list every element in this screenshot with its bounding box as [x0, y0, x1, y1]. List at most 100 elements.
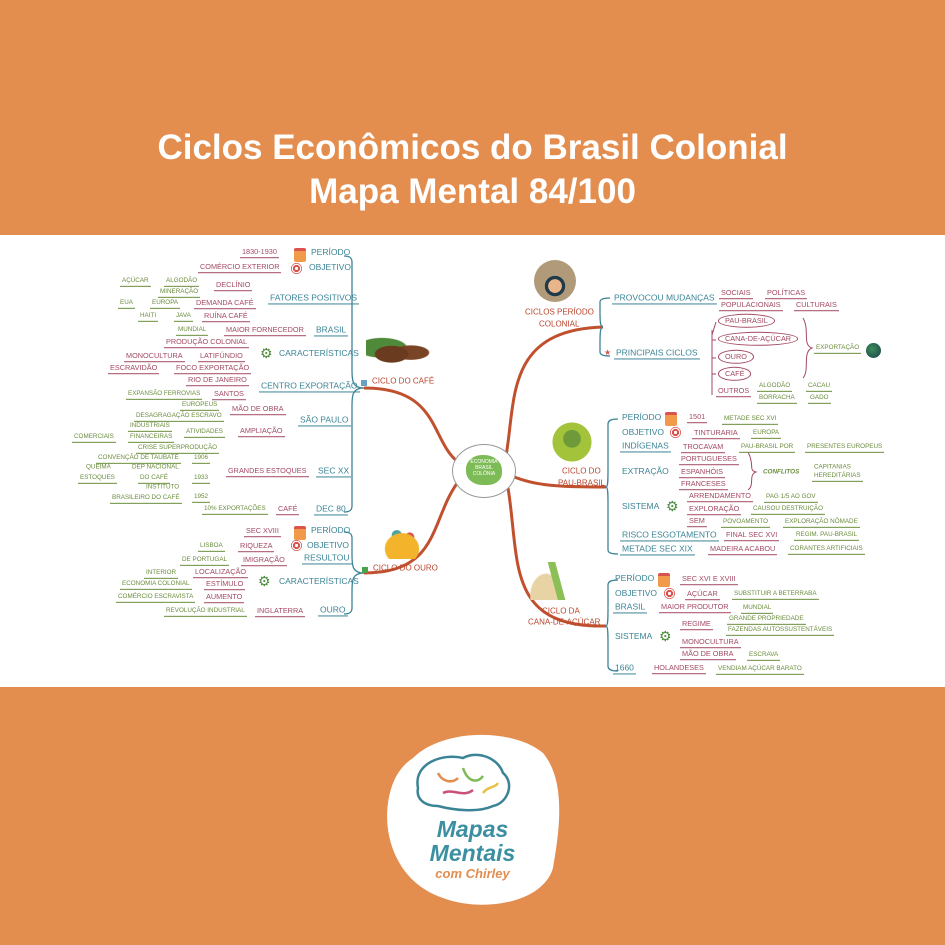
- detail-label: EUROPEUS: [180, 401, 220, 411]
- detail-label: GRANDE PROPRIEDADE: [727, 615, 806, 625]
- topic-label[interactable]: EXTRAÇÃO: [622, 466, 669, 477]
- detail-label: MINERAÇÃO: [158, 288, 201, 298]
- topic-label[interactable]: FATORES POSITIVOS: [268, 292, 360, 305]
- subtopic-label: 1830-1930: [240, 247, 279, 258]
- topic-label[interactable]: OBJETIVO: [622, 427, 665, 438]
- detail-label: REVOLUÇÃO INDUSTRIAL: [164, 607, 247, 617]
- topic-label[interactable]: SÃO PAULO: [298, 414, 351, 427]
- topic-label[interactable]: PERÍODO: [311, 247, 351, 258]
- detail-label: EUA: [118, 299, 135, 309]
- topic-label[interactable]: BRASIL: [613, 601, 648, 614]
- detail-label: LISBOA: [198, 542, 225, 552]
- topic-label[interactable]: DEC 80: [314, 503, 348, 516]
- subtopic-label: POPULACIONAIS: [719, 300, 783, 311]
- topic-label[interactable]: METADE SEC XIX: [620, 543, 695, 556]
- detail-label: INDUSTRIAIS: [128, 422, 172, 432]
- center-node[interactable]: ECONOMIA BRASIL COLÔNIA: [452, 444, 516, 498]
- detail-label: VENDIAM AÇÚCAR BARATO: [716, 665, 804, 675]
- subtopic-label: EXPLORAÇÃO: [687, 504, 742, 515]
- subtopic-label: FRANCESES: [679, 479, 728, 490]
- globe-icon: [866, 343, 881, 358]
- logo-text: Mentais: [429, 840, 516, 866]
- topic-label[interactable]: BRASIL: [314, 324, 349, 337]
- tree-icon: [552, 422, 592, 462]
- subtopic-label: SOCIAIS: [719, 288, 753, 299]
- branch-node-label[interactable]: COLONIAL: [539, 319, 580, 329]
- subtopic-label: TINTURARIA: [692, 428, 740, 439]
- page-title: Ciclos Econômicos do Brasil Colonial: [157, 128, 788, 167]
- topic-label[interactable]: RESULTOU: [302, 552, 352, 565]
- subtopic-label: ESTÍMULO: [204, 579, 246, 590]
- topic-label[interactable]: PERÍODO: [615, 573, 655, 584]
- subtopic-label: SEC XVI E XVIII: [680, 574, 738, 585]
- branch-node-label[interactable]: CICLOS PERÍODO: [525, 307, 594, 317]
- detail-label: ALGODÃO: [757, 382, 793, 392]
- subtopic-label: DECLÍNIO: [214, 280, 253, 291]
- branch-node-label[interactable]: CANA-DE-AÇÚCAR: [528, 617, 601, 627]
- gear-icon: ⚙: [666, 498, 679, 514]
- detail-label: AÇÚCAR: [120, 277, 151, 287]
- target-icon: [664, 588, 675, 599]
- topic-label[interactable]: RISCO ESGOTAMENTO: [620, 529, 719, 542]
- topic-label[interactable]: 1660: [613, 662, 636, 675]
- detail-label: EXPLORAÇÃO NÔMADE: [783, 518, 860, 528]
- branch-node-label[interactable]: CICLO DO CAFÉ: [372, 376, 435, 386]
- detail-label: DO CAFÉ: [138, 474, 170, 484]
- detail-label: INTERIOR: [144, 569, 179, 579]
- topic-label[interactable]: OBJETIVO: [615, 588, 658, 599]
- brain-icon: ECONOMIA BRASIL COLÔNIA: [466, 455, 502, 485]
- subtopic-label: RIQUEZA: [238, 541, 275, 552]
- topic-label[interactable]: PRINCIPAIS CICLOS: [614, 347, 700, 360]
- detail-label: CAUSOU DESTRUIÇÃO: [751, 505, 825, 515]
- detail-label: FINANCEIRAS: [128, 433, 175, 443]
- topic-label[interactable]: OBJETIVO: [309, 262, 352, 273]
- topic-label[interactable]: SISTEMA: [622, 501, 660, 512]
- center-label: BRASIL: [475, 465, 493, 471]
- branch-node-label[interactable]: PAU-BRASIL: [558, 478, 605, 488]
- topic-label[interactable]: CARACTERÍSTICAS: [279, 348, 359, 359]
- subtopic-label: PAU-BRASIL: [718, 313, 775, 328]
- topic-label[interactable]: INDÍGENAS: [620, 440, 671, 453]
- subtopic-label: TROCAVAM: [681, 442, 726, 453]
- subtopic-label: REGIME: [680, 619, 713, 630]
- detail-label: EXPORTAÇÃO: [814, 344, 862, 354]
- topic-label[interactable]: PERÍODO: [311, 525, 351, 536]
- detail-label: MUNDIAL: [741, 604, 774, 614]
- subtopic-label: PRODUÇÃO COLONIAL: [164, 337, 250, 348]
- topic-label[interactable]: OBJETIVO: [307, 540, 350, 551]
- detail-label: PAU-BRASIL POR: [739, 443, 796, 453]
- topic-label[interactable]: SISTEMA: [615, 631, 653, 642]
- subtopic-label: ARRENDAMENTO: [687, 491, 753, 502]
- subtopic-label: OURO: [718, 349, 754, 364]
- branch-node-label[interactable]: CICLO DO: [562, 466, 601, 476]
- detail-label: ESTOQUES: [78, 474, 117, 484]
- detail-label: CONFLITOS: [763, 468, 800, 476]
- topic-label[interactable]: CARACTERÍSTICAS: [279, 576, 359, 587]
- center-label: COLÔNIA: [472, 471, 496, 477]
- gear-icon: ⚙: [258, 573, 271, 589]
- detail-label: COMÉRCIO ESCRAVISTA: [116, 593, 196, 603]
- branch-node-label[interactable]: CICLO DA: [542, 606, 580, 616]
- title-banner: Ciclos Econômicos do Brasil Colonial Map…: [0, 0, 945, 235]
- topic-label[interactable]: SEC XX: [316, 465, 352, 478]
- topic-label[interactable]: PERÍODO: [622, 412, 662, 423]
- detail-label: DESAGRAGAÇÃO ESCRAVO: [134, 412, 224, 422]
- detail-label: DEP NACIONAL: [132, 463, 179, 471]
- topic-label[interactable]: CENTRO EXPORTAÇÃO: [259, 380, 360, 393]
- gold-treasure-image: [376, 525, 428, 559]
- page-subtitle: Mapa Mental 84/100: [309, 172, 636, 211]
- subtopic-label: POLÍTICAS: [765, 288, 808, 299]
- subtopic-label: MÃO DE OBRA: [680, 649, 736, 660]
- subtopic-label: AÇÚCAR: [685, 589, 720, 600]
- detail-label: ESCRAVA: [747, 651, 781, 661]
- branch-node-label[interactable]: CICLO DO OURO: [373, 563, 438, 573]
- detail-label: PAG 1/5 AO GOV: [764, 493, 818, 503]
- logo-subtext: com Chirley: [435, 866, 510, 881]
- logo-text: Mapas: [436, 816, 509, 842]
- detail-label: EUROPA: [150, 299, 181, 309]
- subtopic-label: RUÍNA CAFÉ: [202, 311, 250, 322]
- topic-label[interactable]: PROVOCOU MUDANÇAS: [612, 292, 717, 305]
- topic-label[interactable]: OURO: [318, 604, 348, 617]
- subtopic-label: ESPANHÓIS: [679, 467, 726, 478]
